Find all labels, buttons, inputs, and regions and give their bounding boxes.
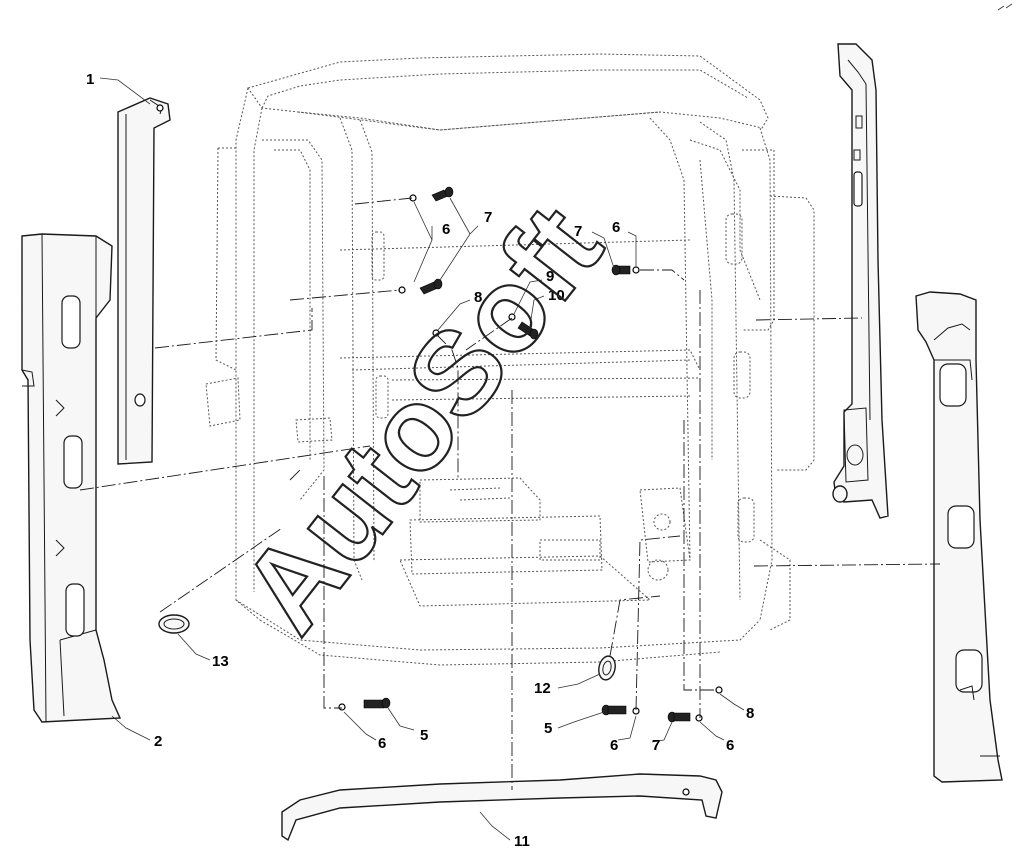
callout-10: 10 bbox=[548, 287, 565, 304]
callout-13: 13 bbox=[212, 653, 229, 670]
watermark: AutoSoft bbox=[216, 182, 627, 656]
part-2-pillar-trim bbox=[21, 233, 122, 723]
callout-6: 6 bbox=[378, 735, 386, 752]
callout-2: 2 bbox=[154, 733, 162, 750]
callout-leaders bbox=[99, 77, 745, 841]
callout-5: 5 bbox=[420, 727, 428, 744]
callout-7: 7 bbox=[484, 209, 492, 226]
part-13-grommet bbox=[158, 614, 190, 634]
callout-6: 6 bbox=[610, 737, 618, 754]
callout-8: 8 bbox=[746, 705, 754, 722]
part-11-sill-strip bbox=[281, 773, 723, 842]
callout-labels: 1 2 5 5 6 6 6 6 6 7 7 7 8 8 9 10 11 12 1… bbox=[86, 71, 754, 850]
corner-mark bbox=[997, 3, 1013, 11]
assembly-center-lines bbox=[79, 197, 941, 790]
part-1-trim-panel bbox=[117, 97, 171, 465]
fasteners bbox=[338, 186, 723, 723]
callout-11: 11 bbox=[514, 833, 530, 850]
right-pillar-trim bbox=[915, 291, 1003, 783]
callout-7: 7 bbox=[574, 223, 582, 240]
callout-7: 7 bbox=[652, 737, 660, 754]
right-upper-trim-panel bbox=[832, 43, 889, 519]
callout-8: 8 bbox=[474, 289, 482, 306]
callout-6: 6 bbox=[612, 219, 620, 236]
callout-5: 5 bbox=[544, 720, 552, 737]
part-12-grommet bbox=[598, 655, 616, 681]
callout-1: 1 bbox=[86, 71, 94, 88]
callout-9: 9 bbox=[546, 268, 554, 285]
callout-6: 6 bbox=[726, 737, 734, 754]
cab-frame bbox=[205, 53, 815, 666]
callout-12: 12 bbox=[534, 680, 551, 697]
callout-6: 6 bbox=[442, 221, 450, 238]
